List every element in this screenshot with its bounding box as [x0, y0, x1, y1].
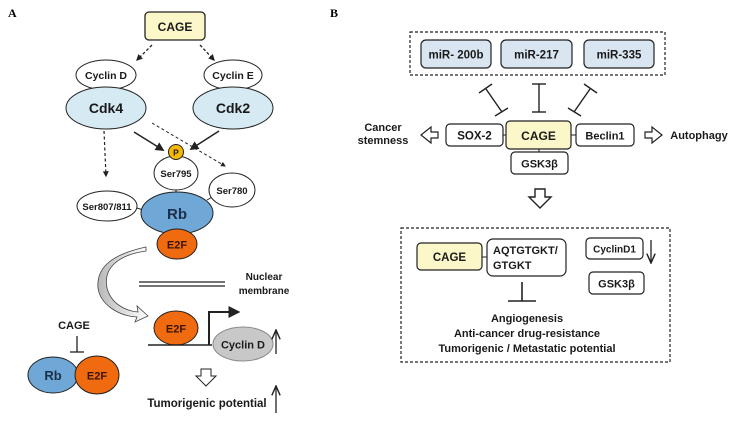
rb-protein: Rb — [140, 191, 214, 235]
cyclin-e-label: Cyclin E — [212, 70, 253, 82]
cage-node-lower: CAGE — [416, 242, 483, 271]
peptide-label-line1: AQTGTGKT/ — [493, 245, 558, 257]
cage-peptide-group-box — [400, 227, 671, 363]
arrow-cdk4-to-ser795 — [133, 131, 165, 151]
rb-e2f-complex: Rb E2F — [27, 355, 120, 395]
arrow-cdk2-to-ser795 — [189, 130, 220, 150]
hollow-down-arrow-b-icon — [527, 188, 553, 209]
ser795-label: Ser795 — [160, 169, 192, 180]
outcome-metastatic: Tumorigenic / Metastatic potential — [438, 343, 615, 355]
arrow-cdk4-to-ser807 — [102, 130, 109, 178]
sox2-label: SOX-2 — [457, 131, 492, 143]
mirna-335-label: miR-335 — [597, 50, 642, 62]
e2f-nuclear-label: E2F — [166, 324, 186, 336]
cyclin-d-label: Cyclin D — [85, 70, 127, 82]
cage-node-top: CAGE — [144, 11, 206, 41]
autophagy-label: Autophagy — [670, 130, 728, 142]
e2f-complex-label: E2F — [87, 371, 107, 383]
outcome-angiogenesis: Angiogenesis — [491, 313, 563, 325]
transcription-start-arrow — [208, 306, 241, 345]
phosphate-label: P — [173, 148, 179, 158]
mirna-group-box — [409, 31, 666, 76]
e2f-bound-label: E2F — [167, 240, 187, 252]
mirna-335: miR-335 — [583, 39, 655, 69]
peptide-node: AQTGTGKT/ GTGKT — [486, 238, 567, 277]
cyclind1-node: CyclinD1 — [585, 237, 644, 260]
panel-b-label: B — [330, 6, 338, 20]
cdk4-label: Cdk4 — [89, 100, 123, 116]
mirna-217-label: miR-217 — [514, 50, 559, 62]
outcome-drug-resistance: Anti-cancer drug-resistance — [454, 328, 600, 340]
ser807-label: Ser807/811 — [82, 202, 132, 213]
beclin1-node: Beclin1 — [575, 123, 635, 147]
cage-top-label: CAGE — [158, 20, 193, 34]
nuclear-label-line1: Nuclear — [246, 272, 283, 283]
arrow-cage-to-cyclin-d — [136, 44, 153, 61]
inhibit-mir217 — [532, 83, 546, 113]
mirna-200b-label: miR- 200b — [429, 50, 484, 62]
inhibit-mir200b — [478, 83, 509, 117]
cage-lower-label: CAGE — [433, 252, 467, 264]
ser780-label: Ser780 — [216, 186, 247, 197]
stemness-label-line2: stemness — [358, 135, 409, 147]
cage-node-center: CAGE — [505, 120, 572, 150]
gsk3b-lower-node: GSK3β — [588, 271, 645, 295]
ser795-site: Ser795 P — [153, 144, 199, 191]
panel-b: B miR- 200b miR-217 miR-335 — [330, 6, 729, 363]
ser807-811-site: Ser807/811 — [76, 190, 138, 222]
cyclin-d-gene-label: Cyclin D — [221, 340, 265, 352]
phosphate-icon — [168, 144, 184, 160]
arrow-cage-to-cyclin-e — [199, 44, 215, 61]
gsk3b-label: GSK3β — [521, 159, 558, 171]
cyclind1-label: CyclinD1 — [593, 245, 636, 256]
rb-complex-label: Rb — [44, 368, 61, 383]
hollow-down-arrow-icon — [194, 368, 218, 387]
nuclear-label-line2: membrane — [239, 286, 290, 297]
cage-inhibitor-label: CAGE — [58, 320, 90, 332]
gsk3b-node: GSK3β — [510, 151, 569, 175]
e2f-nuclear: E2F — [153, 310, 199, 346]
cage-center-label: CAGE — [521, 129, 556, 143]
tumorigenic-potential-label: Tumorigenic potential — [147, 398, 266, 410]
hollow-right-arrow-icon — [644, 125, 663, 145]
cyclin-d-cdk4-complex: Cyclin D Cdk4 — [65, 59, 147, 130]
cyclin-e-cdk2-complex: Cyclin E Cdk2 — [192, 59, 274, 130]
cyclin-d-gene: Cyclin D — [212, 326, 274, 362]
rb-label: Rb — [167, 206, 187, 223]
peptide-label-line2: GTGKT — [493, 260, 532, 272]
hollow-left-arrow-icon — [420, 125, 439, 145]
panel-a: A CAGE Cyclin D Cdk4 Cyclin E Cdk2 — [8, 6, 290, 413]
e2f-bound: E2F — [156, 228, 198, 260]
release-curved-arrow — [97, 246, 149, 323]
panel-a-label: A — [8, 6, 17, 20]
sox2-node: SOX-2 — [445, 123, 504, 147]
gsk3b-lower-label: GSK3β — [598, 279, 635, 291]
beclin1-label: Beclin1 — [585, 131, 624, 143]
nuclear-membrane: Nuclear membrane — [139, 272, 290, 297]
mirna-217: miR-217 — [500, 39, 573, 69]
inhibit-mir335 — [567, 83, 598, 117]
mirna-200b: miR- 200b — [420, 39, 492, 69]
cdk2-label: Cdk2 — [216, 100, 250, 116]
stemness-label-line1: Cancer — [364, 122, 402, 134]
ser780-site: Ser780 — [208, 172, 256, 208]
